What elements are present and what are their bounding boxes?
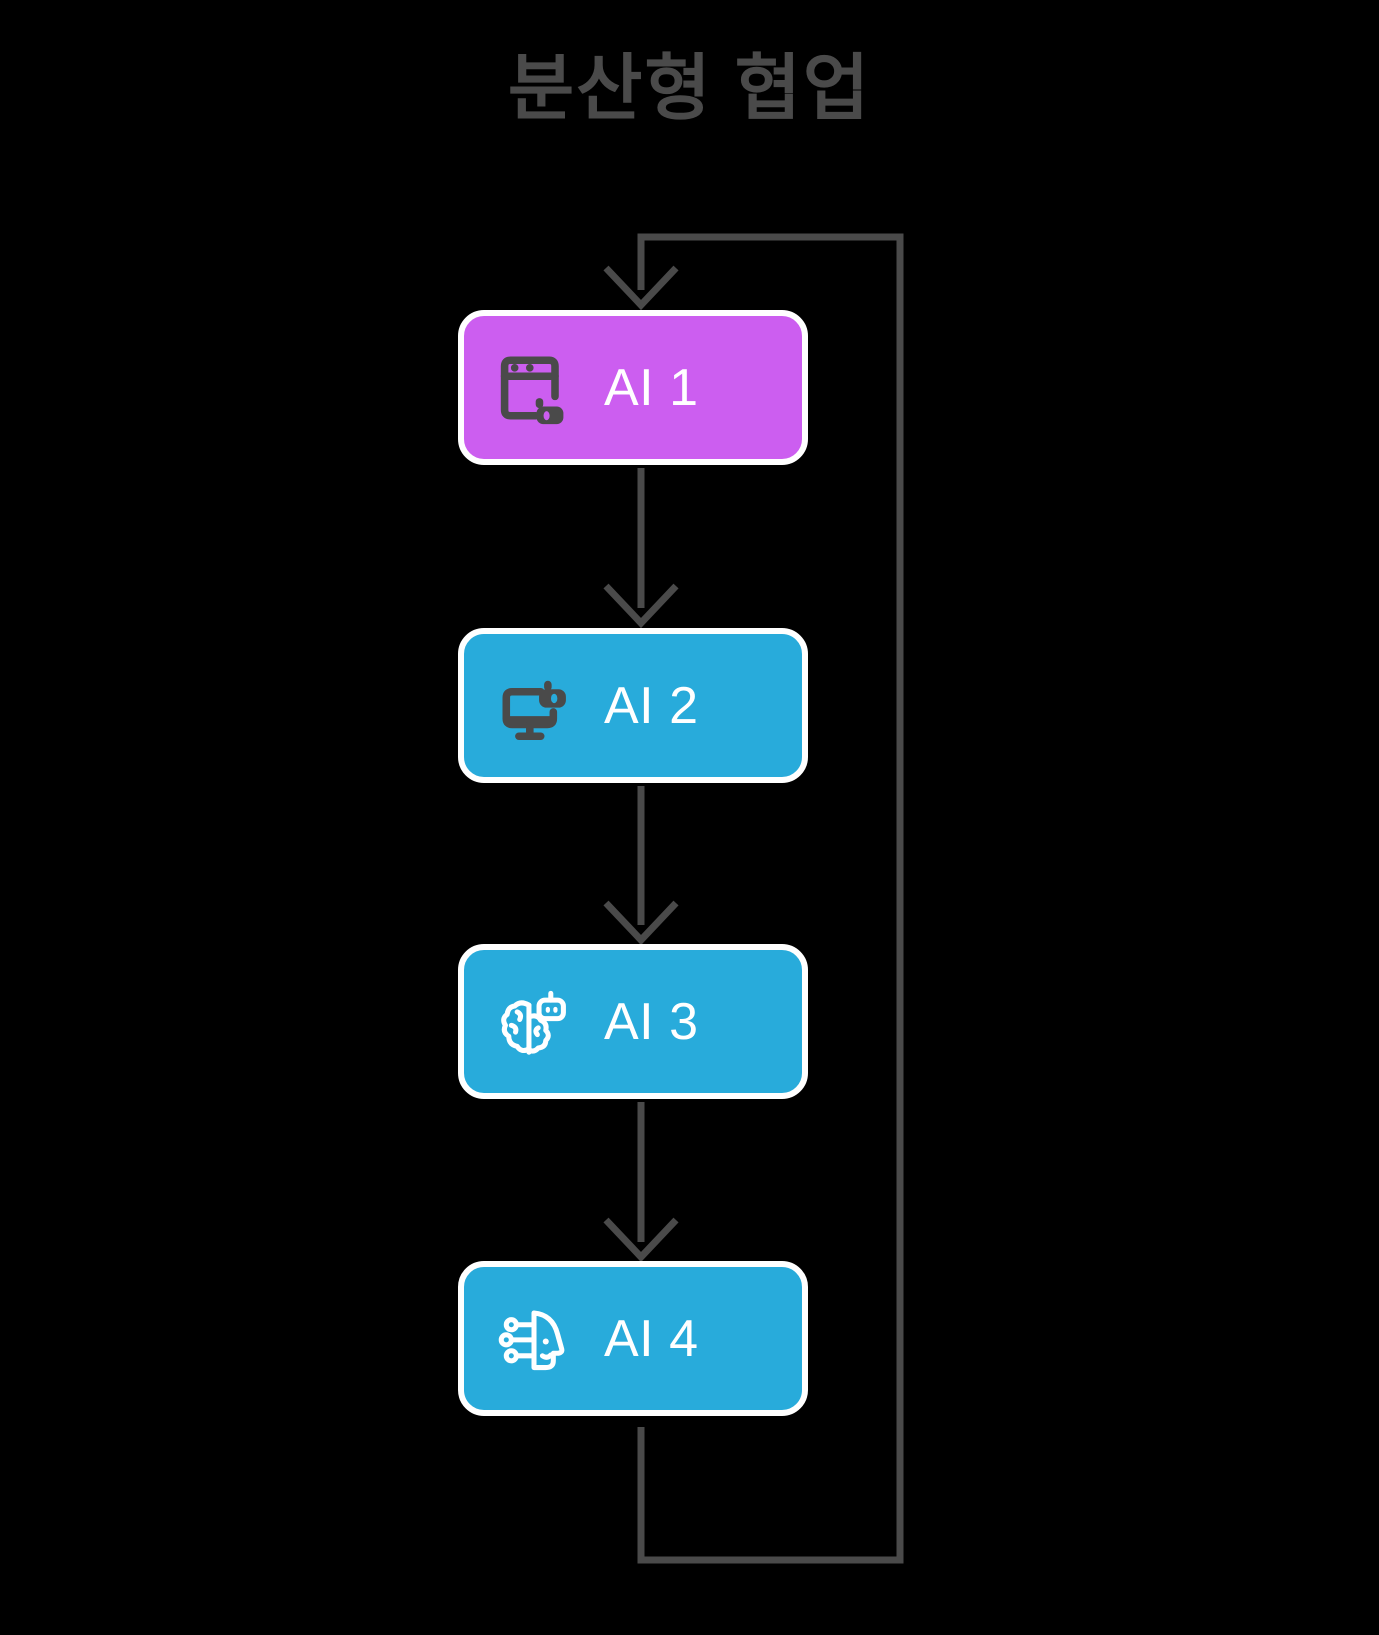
node-ai-4[interactable]: AI 4 [458,1261,808,1416]
edge-ai2-ai3 [603,786,679,946]
node-ai-3[interactable]: AI 3 [458,944,808,1099]
node-ai-3-label: AI 3 [604,992,699,1051]
node-ai-2[interactable]: AI 2 [458,628,808,783]
page-title: 분산형 협업 [507,49,872,129]
monitor-robot-icon [502,680,566,740]
browser-window-robot-icon [500,356,564,424]
node-ai-1-label: AI 1 [604,358,699,417]
node-ai-4-label: AI 4 [604,1309,699,1368]
node-ai-2-label: AI 2 [604,676,699,735]
brain-robot-icon [501,990,566,1055]
edge-ai1-ai2 [603,468,679,629]
ai-face-circuit-icon [498,1309,565,1370]
edge-ai3-ai4 [603,1102,679,1263]
node-ai-1[interactable]: AI 1 [458,310,808,465]
